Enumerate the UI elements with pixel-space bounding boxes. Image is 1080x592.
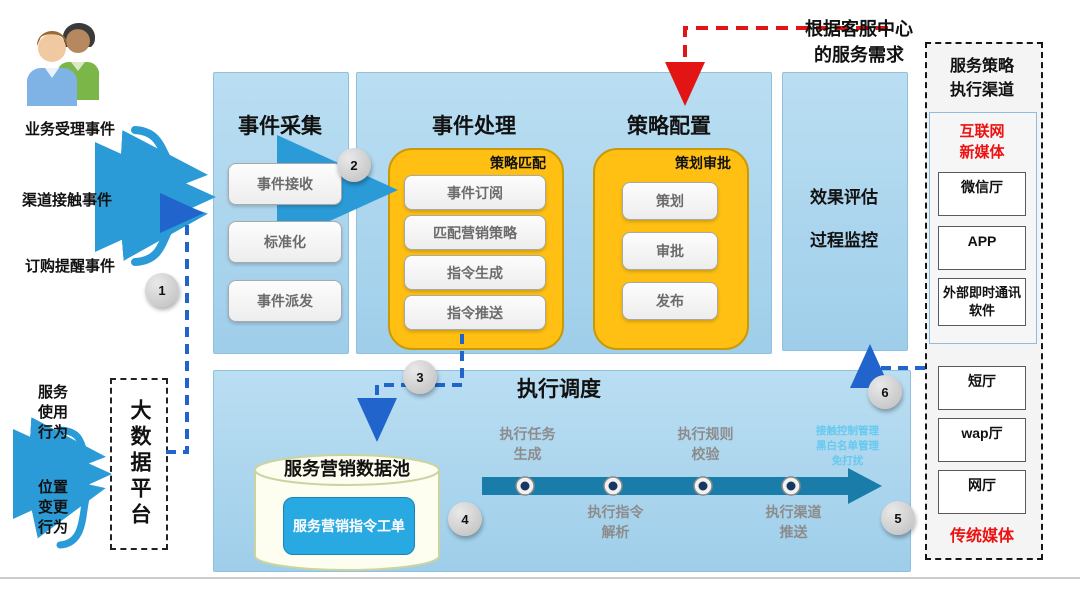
label-plan-approval: 策划审批 <box>675 155 731 171</box>
header-execution-dispatch: 执行调度 <box>517 378 601 401</box>
header-strategy-config: 策略配置 <box>627 115 711 138</box>
badge-3: 3 <box>403 360 437 394</box>
behavior-location-change: 位置 变更 行为 <box>38 479 69 536</box>
item-approve: 审批 <box>622 232 718 270</box>
source-label-business: 业务受理事件 <box>25 121 116 138</box>
datapool-title: 服务营销数据池 <box>284 459 410 479</box>
label-internet-media: 互联网 新媒体 <box>959 123 1005 161</box>
item-match-strategy: 匹配营销策略 <box>404 215 546 250</box>
source-label-channel: 渠道接触事件 <box>22 192 113 209</box>
badge-5: 5 <box>881 501 915 535</box>
channel-app: APP <box>938 226 1026 270</box>
label-effect-evaluation: 效果评估 <box>810 188 878 207</box>
control-management-note: 接触控制管理 黑白名单管理 免打扰 <box>816 425 879 467</box>
bottom-divider <box>0 577 1080 579</box>
item-command-push: 指令推送 <box>404 295 546 330</box>
step-channel-push: 执行渠道 推送 <box>765 504 822 540</box>
arrow-business-event <box>117 126 208 210</box>
people-icon <box>26 22 100 106</box>
badge-2: 2 <box>337 148 371 182</box>
badge-6: 6 <box>868 375 902 409</box>
evaluation-panel <box>782 72 908 351</box>
header-event-collection: 事件采集 <box>238 115 322 138</box>
item-plan: 策划 <box>622 182 718 220</box>
work-order-box: 服务营销指令工单 <box>283 497 415 555</box>
source-label-order: 订购提醒事件 <box>25 258 116 275</box>
dashed-bigdata-to-collection <box>160 193 204 454</box>
item-command-generate: 指令生成 <box>404 255 546 290</box>
channel-external-im: 外部即时通讯软件 <box>938 278 1026 326</box>
channels-panel-title: 服务策略 执行渠道 <box>949 58 1014 99</box>
channel-sms: 短厅 <box>938 366 1026 410</box>
arrow-order-event <box>116 181 208 266</box>
dashed-channels-to-evaluation <box>850 344 925 388</box>
item-event-receive: 事件接收 <box>228 163 342 205</box>
channel-wechat: 微信厅 <box>938 172 1026 216</box>
step-command-parse: 执行指令 解析 <box>587 504 644 540</box>
label-traditional-media: 传统媒体 <box>949 528 1014 545</box>
channel-web: 网厅 <box>938 470 1026 514</box>
item-standardize: 标准化 <box>228 221 342 263</box>
step-rule-check: 执行规则 校验 <box>677 426 734 462</box>
item-event-subscribe: 事件订阅 <box>404 175 546 210</box>
item-publish: 发布 <box>622 282 718 320</box>
step-task-generate: 执行任务 生成 <box>499 426 556 462</box>
item-event-dispatch: 事件派发 <box>228 280 342 322</box>
service-demand-note: 根据客服中心 的服务需求 <box>805 19 913 65</box>
big-data-platform-label: 大数据平台 <box>128 399 151 529</box>
badge-1: 1 <box>145 273 179 307</box>
badge-4: 4 <box>448 502 482 536</box>
label-strategy-match: 策略匹配 <box>490 155 546 171</box>
channel-wap: wap厅 <box>938 418 1026 462</box>
big-data-platform-box: 大数据平台 <box>110 378 168 550</box>
header-event-processing: 事件处理 <box>432 115 516 138</box>
behavior-service-usage: 服务 使用 行为 <box>38 384 69 441</box>
label-process-monitoring: 过程监控 <box>810 231 878 250</box>
